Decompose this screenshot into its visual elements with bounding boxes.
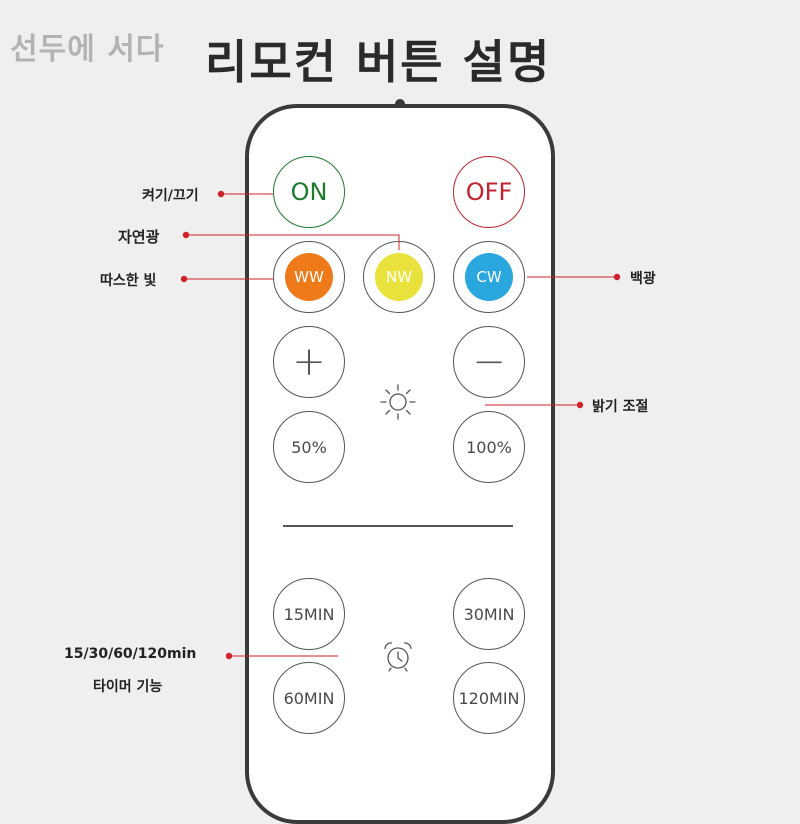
natural-white-button[interactable]: NW [363, 241, 435, 313]
timer-60-label: 60MIN [283, 688, 335, 708]
on-button[interactable]: ON [273, 156, 345, 228]
cool-white-dot: CW [465, 253, 513, 301]
annotation-brightness: 밝기 조절 [592, 399, 649, 415]
brightness-50-label: 50% [291, 437, 327, 457]
brightness-up-button[interactable]: + [273, 326, 345, 398]
brightness-50-button[interactable]: 50% [273, 411, 345, 483]
annotation-leaders [180, 190, 621, 660]
annotation-timer-function: 타이머 기능 [93, 679, 163, 695]
ir-emitter [395, 99, 405, 106]
timer-30-label: 30MIN [463, 604, 515, 624]
on-button-label: ON [290, 178, 328, 206]
brightness-100-button[interactable]: 100% [453, 411, 525, 483]
annotation-white-light: 백광 [630, 271, 656, 287]
annotation-on-off: 켜기/끄기 [142, 188, 199, 204]
annotation-warm-light: 따스한 빛 [100, 273, 157, 289]
off-button-label: OFF [465, 178, 513, 206]
warm-white-dot: WW [285, 253, 333, 301]
minus-icon: − [472, 339, 506, 385]
page-title: 리모컨 버튼 설명 [205, 35, 552, 89]
timer-30-button[interactable]: 30MIN [453, 578, 525, 650]
timer-120-label: 120MIN [458, 688, 520, 708]
brightness-down-button[interactable]: − [453, 326, 525, 398]
brightness-100-label: 100% [466, 437, 512, 457]
annotation-timer-values: 15/30/60/120min [64, 646, 197, 662]
divider-line [283, 525, 513, 527]
annotation-natural-light: 자연광 [118, 228, 160, 246]
watermark-text: 선두에 서다 [10, 32, 165, 67]
timer-15-label: 15MIN [283, 604, 335, 624]
cool-white-button[interactable]: CW [453, 241, 525, 313]
natural-white-label: NW [385, 268, 413, 286]
off-button[interactable]: OFF [453, 156, 525, 228]
sun-icon [380, 384, 416, 420]
timer-120-button[interactable]: 120MIN [453, 662, 525, 734]
alarm-clock-icon [384, 642, 412, 672]
plus-icon: + [292, 339, 326, 385]
cool-white-label: CW [476, 268, 502, 286]
natural-white-dot: NW [375, 253, 423, 301]
warm-white-button[interactable]: WW [273, 241, 345, 313]
timer-15-button[interactable]: 15MIN [273, 578, 345, 650]
timer-60-button[interactable]: 60MIN [273, 662, 345, 734]
warm-white-label: WW [294, 268, 324, 286]
